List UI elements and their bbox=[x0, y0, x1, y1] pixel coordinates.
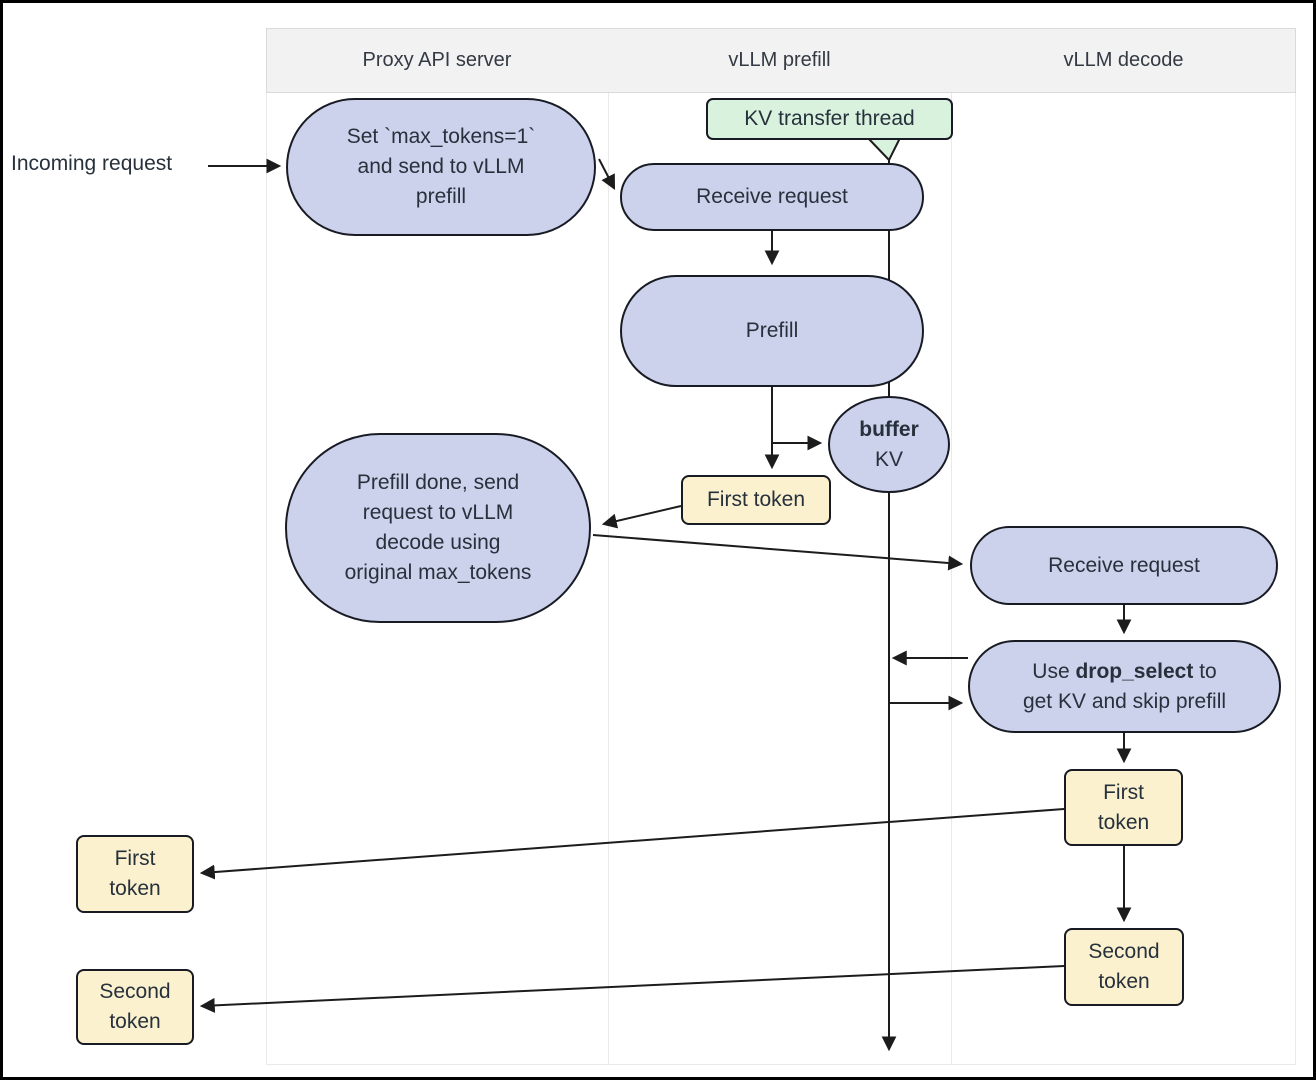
node-first-token-prefill: First token bbox=[681, 475, 831, 525]
node-buffer-kv: buffer KV bbox=[828, 396, 950, 493]
node-prefill: Prefill bbox=[620, 275, 924, 387]
node-prefill-done: Prefill done, send request to vLLM decod… bbox=[285, 433, 591, 623]
lane-title-proxy: Proxy API server bbox=[362, 49, 512, 71]
incoming-request-label: Incoming request bbox=[11, 152, 173, 175]
node-set-max-tokens: Set `max_tokens=1` and send to vLLM pref… bbox=[286, 98, 596, 236]
node-first-token-decode: First token bbox=[1064, 769, 1183, 846]
lane-divider-2 bbox=[951, 28, 952, 1065]
node-second-token-decode: Second token bbox=[1064, 928, 1184, 1006]
lane-divider-1 bbox=[608, 28, 609, 1065]
node-drop-select: Use drop_select to get KV and skip prefi… bbox=[968, 640, 1281, 733]
node-kv-transfer-thread: KV transfer thread bbox=[706, 98, 953, 140]
node-second-token-output: Second token bbox=[76, 969, 194, 1045]
lane-title-decode: vLLM decode bbox=[1063, 49, 1184, 71]
node-receive-request-decode: Receive request bbox=[970, 526, 1278, 605]
lane-header-strip bbox=[266, 28, 1296, 93]
node-receive-request-prefill: Receive request bbox=[620, 163, 924, 231]
lane-title-prefill: vLLM prefill bbox=[728, 49, 831, 71]
node-first-token-output: First token bbox=[76, 835, 194, 913]
